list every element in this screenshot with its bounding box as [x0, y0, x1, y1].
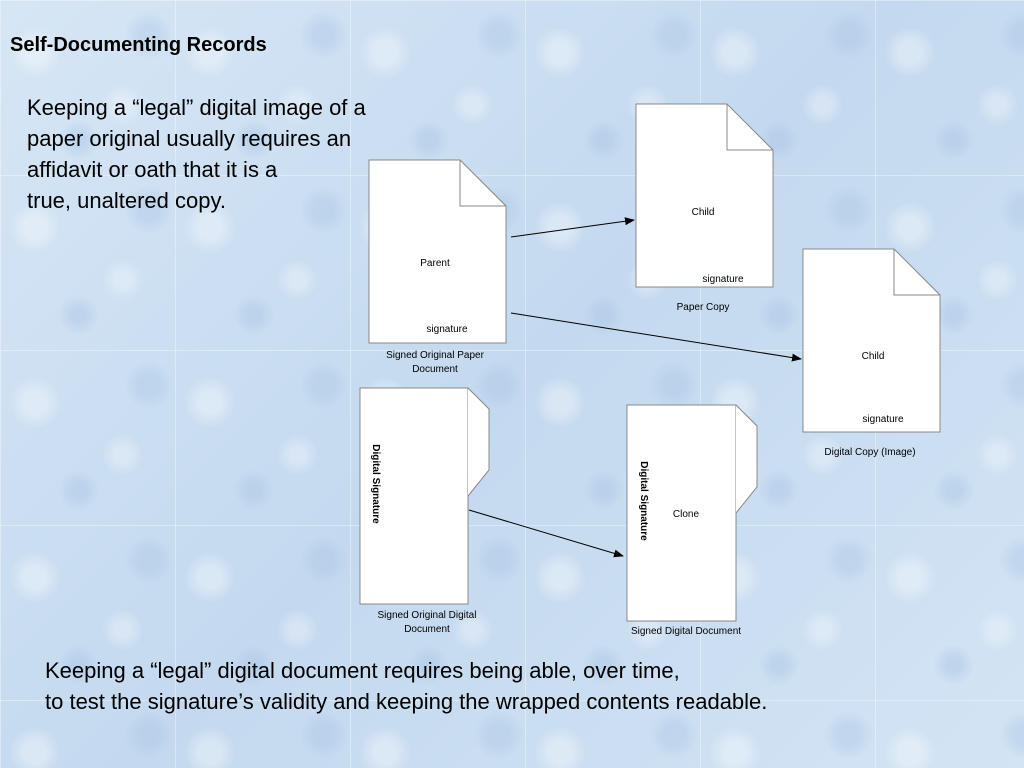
paper-copy-document: Child signature Paper Copy	[635, 103, 774, 313]
paper-child-label: Child	[692, 207, 715, 218]
intro-line: Keeping a “legal” digital image of a	[27, 95, 366, 120]
intro-line: paper original usually requires an	[27, 126, 352, 151]
parent-caption: Document	[412, 364, 458, 375]
parent-document: Parent signature Signed Original Paper D…	[368, 159, 507, 375]
clone-label: Clone	[673, 509, 700, 520]
footer-paragraph: Keeping a “legal” digital document requi…	[45, 655, 945, 717]
original-digital-signature-label: Digital Signature	[370, 444, 381, 524]
intro-line: true, unaltered copy.	[27, 188, 226, 213]
original-digital-caption: Signed Original Digital	[378, 610, 477, 621]
parent-label: Parent	[420, 258, 450, 269]
slide-title: Self-Documenting Records	[10, 34, 267, 56]
original-digital-caption: Document	[404, 624, 450, 635]
paper-child-signature: signature	[702, 274, 744, 285]
parent-caption: Signed Original Paper	[386, 350, 485, 361]
clone-signature-label: Digital Signature	[638, 461, 649, 541]
footer-line: to test the signature’s validity and kee…	[45, 689, 768, 714]
footer-line: Keeping a “legal” digital document requi…	[45, 658, 680, 683]
intro-paragraph: Keeping a “legal” digital image of a pap…	[27, 92, 447, 216]
parent-signature: signature	[426, 324, 468, 335]
arrow-parent-to-digital-copy	[510, 312, 802, 362]
clone-digital-document: Digital Signature Clone Signed Digital D…	[626, 404, 758, 637]
paper-child-caption: Paper Copy	[677, 302, 730, 313]
digital-child-signature: signature	[862, 414, 904, 425]
arrow-original-to-clone	[468, 509, 624, 558]
arrow-parent-to-paper-copy	[510, 217, 635, 238]
intro-line: affidavit or oath that it is a	[27, 157, 278, 182]
original-digital-document: Digital Signature Signed Original Digita…	[359, 387, 490, 635]
digital-child-label: Child	[862, 351, 885, 362]
digital-child-caption: Digital Copy (Image)	[824, 447, 915, 458]
clone-caption: Signed Digital Document	[631, 626, 741, 637]
digital-copy-document: Child signature Digital Copy (Image)	[802, 248, 941, 458]
